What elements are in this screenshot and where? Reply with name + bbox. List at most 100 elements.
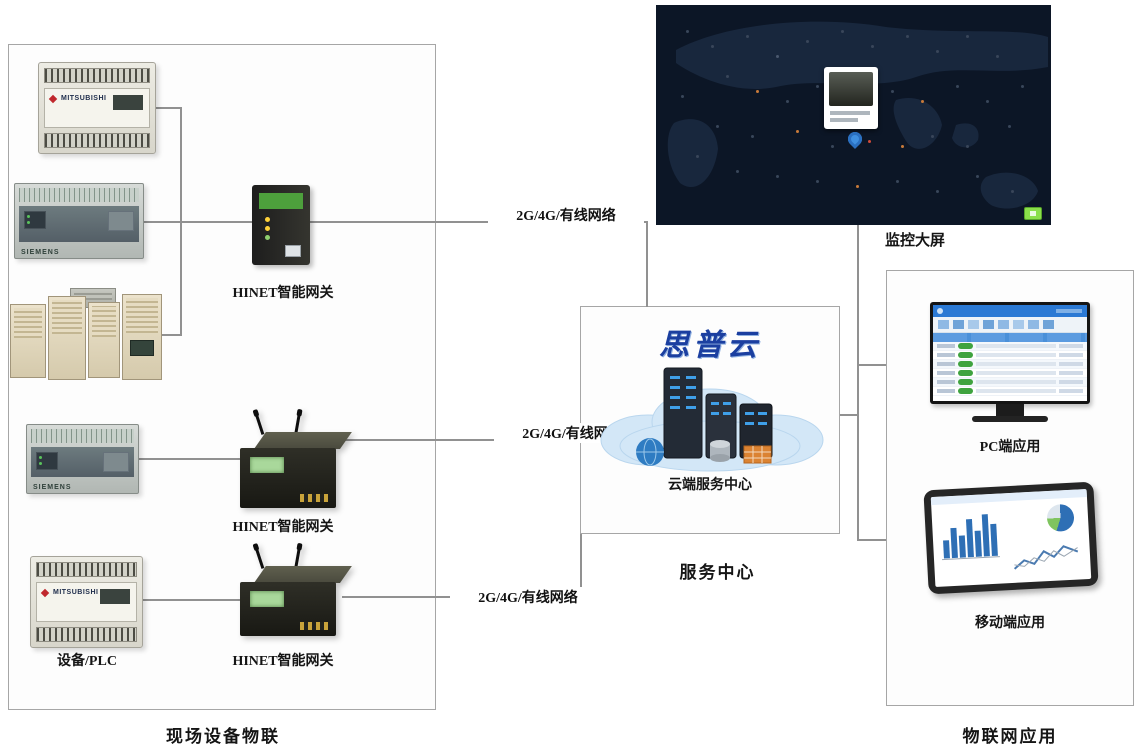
connector-line — [859, 364, 886, 366]
pie-chart — [1046, 503, 1075, 533]
app-icon — [1028, 320, 1039, 329]
table-row — [933, 351, 1087, 360]
cloud-brand-text: 思普云 — [659, 329, 761, 362]
connector-line — [646, 221, 648, 307]
status-badge — [958, 379, 973, 385]
mobile-app-label: 移动端应用 — [975, 616, 1045, 631]
connector-line — [156, 107, 182, 109]
app-icon — [968, 320, 979, 329]
mitsubishi-logo-icon — [40, 588, 50, 598]
status-led-block — [24, 211, 46, 229]
gateway-display — [250, 457, 284, 473]
popup-text-line — [830, 111, 870, 115]
connector-line — [139, 458, 240, 460]
io-slot — [113, 95, 143, 110]
device-photo — [829, 72, 873, 106]
app-icon — [1013, 320, 1024, 329]
hinet-gateway-2 — [240, 412, 352, 508]
network-label-1: 2G/4G/有线网络 — [488, 205, 644, 225]
table-row — [933, 342, 1087, 351]
monitor-base — [972, 416, 1048, 422]
connector-pad — [103, 452, 129, 472]
plc-module — [88, 302, 120, 378]
led-dot — [27, 221, 30, 224]
dashboard-icon-row — [933, 317, 1087, 333]
network-label-3: 2G/4G/有线网络 — [450, 587, 606, 607]
status-badge — [958, 361, 973, 367]
brand-text: SIEMENS — [21, 249, 60, 256]
gateway-front-face — [240, 448, 336, 508]
terminal-strip — [36, 627, 137, 642]
vent-strip — [19, 188, 139, 202]
connector-line — [859, 539, 886, 541]
field-section-title: 现场设备物联 — [166, 727, 280, 746]
status-badge — [958, 370, 973, 376]
brand-text: SIEMENS — [33, 484, 72, 491]
terminal-strip — [44, 133, 150, 148]
gateway-top-face — [254, 566, 352, 583]
table-header — [933, 333, 1087, 342]
status-badge — [958, 343, 973, 349]
monitor-stand — [996, 404, 1024, 416]
app-icon — [953, 320, 964, 329]
plc-front-panel: MITSUBISHI — [36, 582, 137, 622]
plc-cluster — [10, 288, 162, 384]
connector-line — [840, 414, 859, 416]
plc-module — [48, 296, 86, 380]
connector-line — [144, 221, 252, 223]
plc-module — [122, 294, 162, 380]
gateway-ports — [300, 622, 328, 630]
pc-monitor — [930, 302, 1090, 404]
pc-app-label: PC端应用 — [979, 440, 1041, 455]
table-row — [933, 387, 1087, 396]
plc-front-panel: MITSUBISHI — [44, 88, 150, 128]
gateway-2-label: HINET智能网关 — [232, 520, 334, 535]
firewall-icon — [743, 445, 772, 464]
ethernet-port — [285, 245, 301, 257]
plc-display — [130, 340, 154, 356]
gateway-1-label: HINET智能网关 — [232, 286, 334, 301]
led-dot — [265, 217, 270, 222]
gateway-top-face — [254, 432, 352, 449]
cloud-center-label: 云端服务中心 — [668, 478, 752, 493]
apps-section-title: 物联网应用 — [962, 727, 1058, 746]
map-city-dots — [656, 5, 659, 8]
table-row — [933, 378, 1087, 387]
hinet-gateway-1 — [252, 185, 310, 265]
connector-line — [857, 225, 859, 541]
bar-chart — [942, 514, 1000, 561]
connector-pad — [108, 211, 134, 231]
dashboard-screen — [933, 305, 1087, 401]
connector-line — [580, 534, 582, 598]
terminal-strip — [44, 68, 150, 83]
database-icon — [710, 440, 730, 462]
map-landmass — [667, 21, 1048, 209]
led-dot — [39, 462, 42, 465]
table-row — [933, 360, 1087, 369]
hinet-gateway-3 — [240, 546, 352, 636]
app-icon — [1043, 320, 1054, 329]
popup-text-line — [830, 118, 858, 122]
status-badge — [958, 388, 973, 394]
cloud-servers-illustration — [600, 367, 824, 472]
tablet-device — [923, 481, 1099, 595]
line-chart — [1013, 545, 1079, 570]
service-section-title: 服务中心 — [679, 563, 756, 582]
status-badge — [958, 352, 973, 358]
plc-mitsubishi-top: MITSUBISHI — [38, 62, 156, 154]
tablet-screen — [930, 488, 1092, 588]
globe-icon — [636, 438, 664, 466]
tablet-header-bar — [930, 488, 1087, 506]
led-dot — [27, 215, 30, 218]
plc-module — [10, 304, 46, 378]
gateway-front-face — [240, 582, 336, 636]
gateway-ports — [300, 494, 328, 502]
table-row — [933, 369, 1087, 378]
connector-line — [310, 221, 648, 223]
connector-line — [143, 599, 240, 601]
map-screen-label: 监控大屏 — [884, 233, 945, 249]
monitoring-map-screen — [656, 5, 1051, 225]
status-led-block — [36, 452, 58, 470]
vent-strip — [31, 429, 134, 443]
brand-text: MITSUBISHI — [61, 95, 107, 102]
